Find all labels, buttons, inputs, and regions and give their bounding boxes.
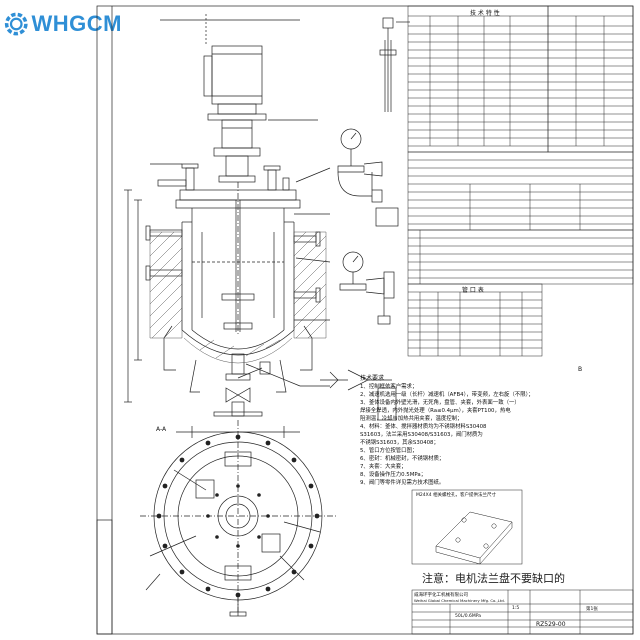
instrument-details	[320, 17, 410, 421]
pipe-table-title: 管 口 表	[462, 287, 484, 294]
plan-bolt-holes	[156, 434, 320, 598]
requirement-line: 4、材料：釜体、搅拌器材质均为不锈钢材料S30408	[360, 424, 487, 430]
requirement-line: 不锈钢S31603，其余S30408；	[360, 440, 439, 446]
requirement-line: S31603，法兰采用S30408/S31603，阀门材质为	[360, 432, 483, 438]
motor	[211, 45, 263, 105]
plan-view	[140, 420, 336, 617]
drawing-border	[96, 5, 634, 635]
requirement-line: 6、密封：机械密封，不锈钢材质；	[360, 456, 445, 462]
reducer	[221, 119, 253, 149]
company-name-cn: 威海环宇化工机械有限公司	[414, 593, 468, 598]
requirement-line: 5、管口方位按管口图；	[360, 448, 418, 454]
company-logo: WHGCM	[4, 4, 122, 44]
company-name-en: Weihai Global Chemical Machinery Mfg. Co…	[414, 598, 505, 603]
requirement-line: 阻测温，冷却与加热共用夹套，温度控制；	[360, 416, 463, 422]
requirement-line: 1、控制框依客户需求；	[360, 384, 418, 390]
scale-label: 1:5	[512, 606, 520, 611]
requirements-title: 技术要求	[360, 375, 385, 382]
gear-logo-icon	[4, 12, 28, 36]
logo-text: WHGCM	[31, 11, 122, 36]
sheet-label: 第1张	[586, 607, 598, 612]
detail-caption: M24X4 相关螺栓孔，客户提供法兰尺寸	[416, 493, 496, 498]
title-tables	[407, 5, 634, 635]
section-label-b: B	[578, 366, 583, 373]
requirement-line: 7、夹套：大夹套；	[360, 464, 407, 470]
drawing-number: RZ529-00	[536, 621, 566, 628]
requirement-line: 8、设备操作压力0.5MPa；	[360, 472, 427, 478]
spec-pressure: 50L/0.6MPa	[455, 614, 482, 619]
requirement-line: 9、阀门等零件详见需方技术图纸。	[360, 480, 445, 486]
requirement-line: 3、釜体设备内外壁光滑，无死角，盘管、夹套，外表面一致（一）	[360, 400, 520, 406]
tech-table-title: 技 术 特 性	[470, 10, 500, 17]
requirement-line: 焊接全焊透，内外抛光处理（Ra≤0.4μm），夹套PT100，热电	[360, 408, 511, 414]
requirement-line: 2、减速机选用一级（长杆）减速机（AFB4），带变频，左右旋（不限）；	[360, 392, 534, 398]
section-label-a: A-A	[156, 426, 167, 433]
remark-note: 注意：电机法兰盘不要缺口的	[422, 572, 565, 585]
